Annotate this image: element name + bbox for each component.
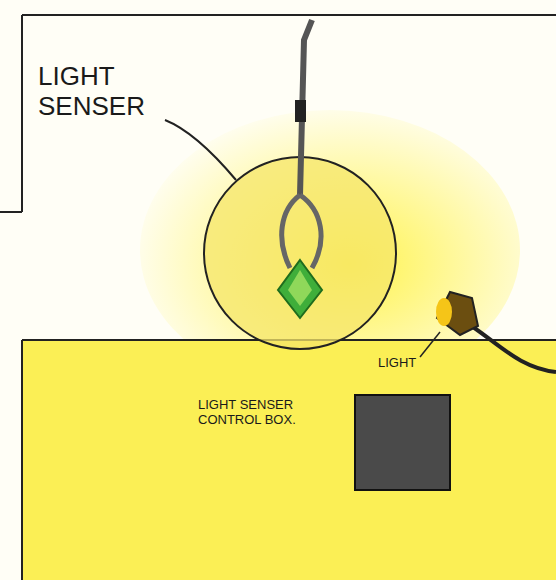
counter-edge [21, 340, 23, 580]
counter-panel [22, 340, 556, 580]
lamp-cord [470, 325, 556, 372]
leader-line [420, 332, 440, 357]
part-label: LIGHT [378, 356, 438, 371]
wall-line [22, 14, 556, 16]
gem-facet [288, 270, 312, 306]
claw [282, 195, 321, 268]
lamp-lens [436, 298, 452, 326]
wall-line [0, 211, 22, 213]
wall-line [21, 15, 23, 212]
part-label: LIGHT SENSER CONTROL BOX. [198, 398, 338, 428]
green-gem [278, 260, 322, 318]
control-box [355, 395, 450, 490]
leader-line [165, 120, 236, 180]
lamp [437, 292, 478, 335]
rope-clip [295, 100, 306, 122]
part-label: LIGHT SENSER [38, 62, 188, 122]
